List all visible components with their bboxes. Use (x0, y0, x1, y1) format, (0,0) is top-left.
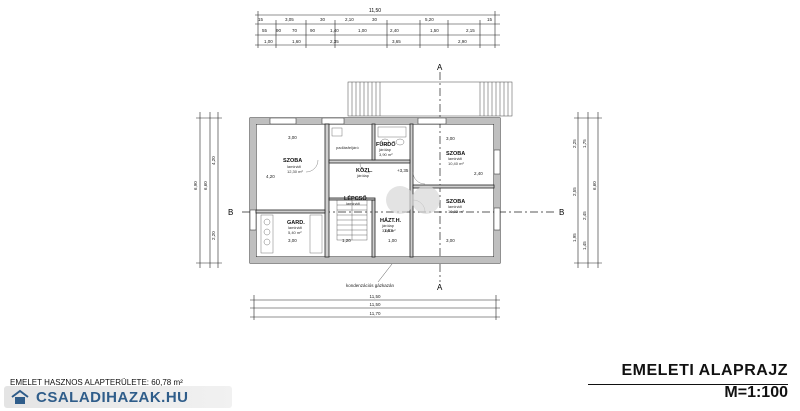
room-floor-kozl: járólap (356, 173, 370, 178)
wardrobe-shelves (260, 214, 323, 254)
room-name-lepcso: LÉPCSŐ (344, 194, 367, 202)
dim-bottom-3: 11,70 (370, 311, 381, 316)
room-floor-lepcso: laminált (346, 201, 361, 206)
room-name-szoba-1: SZOBA (283, 158, 302, 164)
top-dims-row3: 1,00 1,60 2,35 3,65 2,90 (264, 39, 467, 44)
room-area-szoba-2: 10,40 m² (448, 161, 464, 166)
top-dims-row1: 15 3,05 30 2,10 30 5,20 15 (258, 17, 493, 22)
room-floor-furdo: járólap (378, 147, 392, 152)
title-block: EMELETI ALAPRAJZ M=1:100 (588, 362, 788, 402)
dim-top-r2-5: 1,40 (330, 28, 339, 33)
dim-top-r2-9: 2,15 (466, 28, 475, 33)
dim-top-r2-4: 90 (310, 28, 316, 33)
room-name-kozl: KÖZL. (356, 167, 373, 174)
room-floor-szoba-2: laminált (448, 156, 463, 161)
dim-top-r2-3: 70 (292, 28, 298, 33)
room-area-szoba-3: 10,82 m² (448, 209, 464, 214)
room-name-szoba-3: SZOBA (446, 199, 465, 205)
house-icon (10, 389, 30, 405)
inline-dim-9: 1,63 (384, 228, 393, 233)
dim-top-r1-2: 3,05 (285, 17, 294, 22)
dim-top-r2-1: 55 (262, 28, 268, 33)
dim-top-r2-8: 1,50 (430, 28, 439, 33)
inline-dim-level: +3,35 (397, 168, 409, 173)
dim-top-r1-5: 30 (372, 17, 378, 22)
bottom-dimension-lines (250, 295, 500, 320)
dim-top-r1-4: 2,10 (345, 17, 354, 22)
dim-bottom-2: 11,50 (370, 302, 381, 307)
dim-right-3: 6,60 (592, 181, 597, 190)
room-floor-szoba-3: laminált (448, 204, 463, 209)
dim-top-r1-6: 5,20 (425, 17, 434, 22)
dim-right-1: 2,25 (572, 139, 577, 148)
dim-left-2: 6,60 (203, 181, 208, 190)
inline-dim-4: 3,00 (446, 238, 455, 243)
section-a-top-label: A (437, 63, 443, 72)
staircase (336, 199, 368, 241)
drawing-title: EMELETI ALAPRAJZ (621, 362, 788, 379)
inline-dim-2: 3,00 (288, 238, 297, 243)
attic-access-note: padlásfeljáró (336, 145, 359, 150)
inline-dim-6: 1,00 (388, 238, 397, 243)
inline-dim-7: 4,20 (266, 174, 275, 179)
dim-top-r3-1: 1,00 (264, 39, 273, 44)
inline-dim-5: 1,20 (342, 238, 351, 243)
dim-left-1: 6,90 (193, 181, 198, 190)
inline-dim-1: 3,00 (288, 135, 297, 140)
site-watermark: CSALADIHAZAK.HU (4, 386, 232, 408)
dim-top-r2-2: 90 (276, 28, 282, 33)
watermark-text: CSALADIHAZAK.HU (36, 388, 189, 406)
room-name-gard: GARD. (287, 220, 305, 226)
room-floor-gard: laminált (288, 225, 303, 230)
room-area-gard: 5,40 m² (288, 230, 302, 235)
dim-left-4: 2,20 (211, 231, 216, 240)
interior-walls (255, 123, 495, 258)
inline-dim-3: 3,00 (446, 136, 455, 141)
left-dimension-lines (196, 112, 222, 268)
room-floor-haztar: járólap (381, 223, 395, 228)
dim-right-7: 1,45 (582, 241, 587, 250)
dim-bottom-1: 11,50 (370, 294, 381, 299)
room-floor-szoba-1: laminált (287, 164, 302, 169)
top-dims-row2: 55 90 70 90 1,40 1,00 2,40 1,50 2,15 (262, 28, 475, 33)
dim-right-4: 2,55 (572, 187, 577, 196)
title-underline (588, 384, 788, 385)
section-b-left-label: B (228, 208, 233, 217)
section-b-right-label: B (559, 208, 564, 217)
dim-top-r3-5: 2,90 (458, 39, 467, 44)
dim-left-3: 4,20 (211, 156, 216, 165)
roof-canopy (347, 81, 513, 117)
room-name-furdo: FÜRDŐ (376, 141, 396, 148)
dim-top-overall: 11,50 (369, 8, 381, 14)
room-name-szoba-2: SZOBA (446, 151, 465, 157)
dim-top-r1-3: 30 (320, 17, 326, 22)
inline-dim-8: 2,40 (474, 171, 483, 176)
room-area-szoba-1: 12,30 m² (287, 169, 303, 174)
drawing-scale: M=1:100 (724, 384, 788, 401)
dim-top-r3-4: 3,65 (392, 39, 401, 44)
room-name-haztar: HÁZT.H. (380, 217, 402, 224)
section-a-bottom-label: A (437, 283, 443, 292)
right-dimension-lines (574, 112, 602, 268)
dim-top-r2-7: 2,40 (390, 28, 399, 33)
bathroom-fixtures (331, 126, 407, 146)
dim-top-r2-6: 1,00 (358, 28, 367, 33)
dim-right-6: 1,95 (572, 233, 577, 242)
dim-right-2: 1,75 (582, 139, 587, 148)
top-dimension-lines (255, 11, 500, 48)
room-area-haztar: 3,66 m² (382, 228, 396, 233)
dim-right-5: 2,45 (582, 211, 587, 220)
dim-top-r1-1: 15 (258, 17, 264, 22)
dim-top-r1-7: 15 (487, 17, 493, 22)
boiler-note: kondenzációs gázkazán (346, 283, 395, 288)
center-watermark-logo (386, 186, 440, 214)
windows (249, 117, 501, 231)
dim-top-r3-2: 1,60 (292, 39, 301, 44)
boiler-leader-line (377, 263, 393, 283)
usable-area-note: EMELET HASZNOS ALAPTERÜLETE: 60,78 m² (10, 378, 183, 387)
dim-top-r3-3: 2,35 (330, 39, 339, 44)
room-area-furdo: 3,90 m² (379, 152, 393, 157)
wall-fill (250, 118, 500, 263)
